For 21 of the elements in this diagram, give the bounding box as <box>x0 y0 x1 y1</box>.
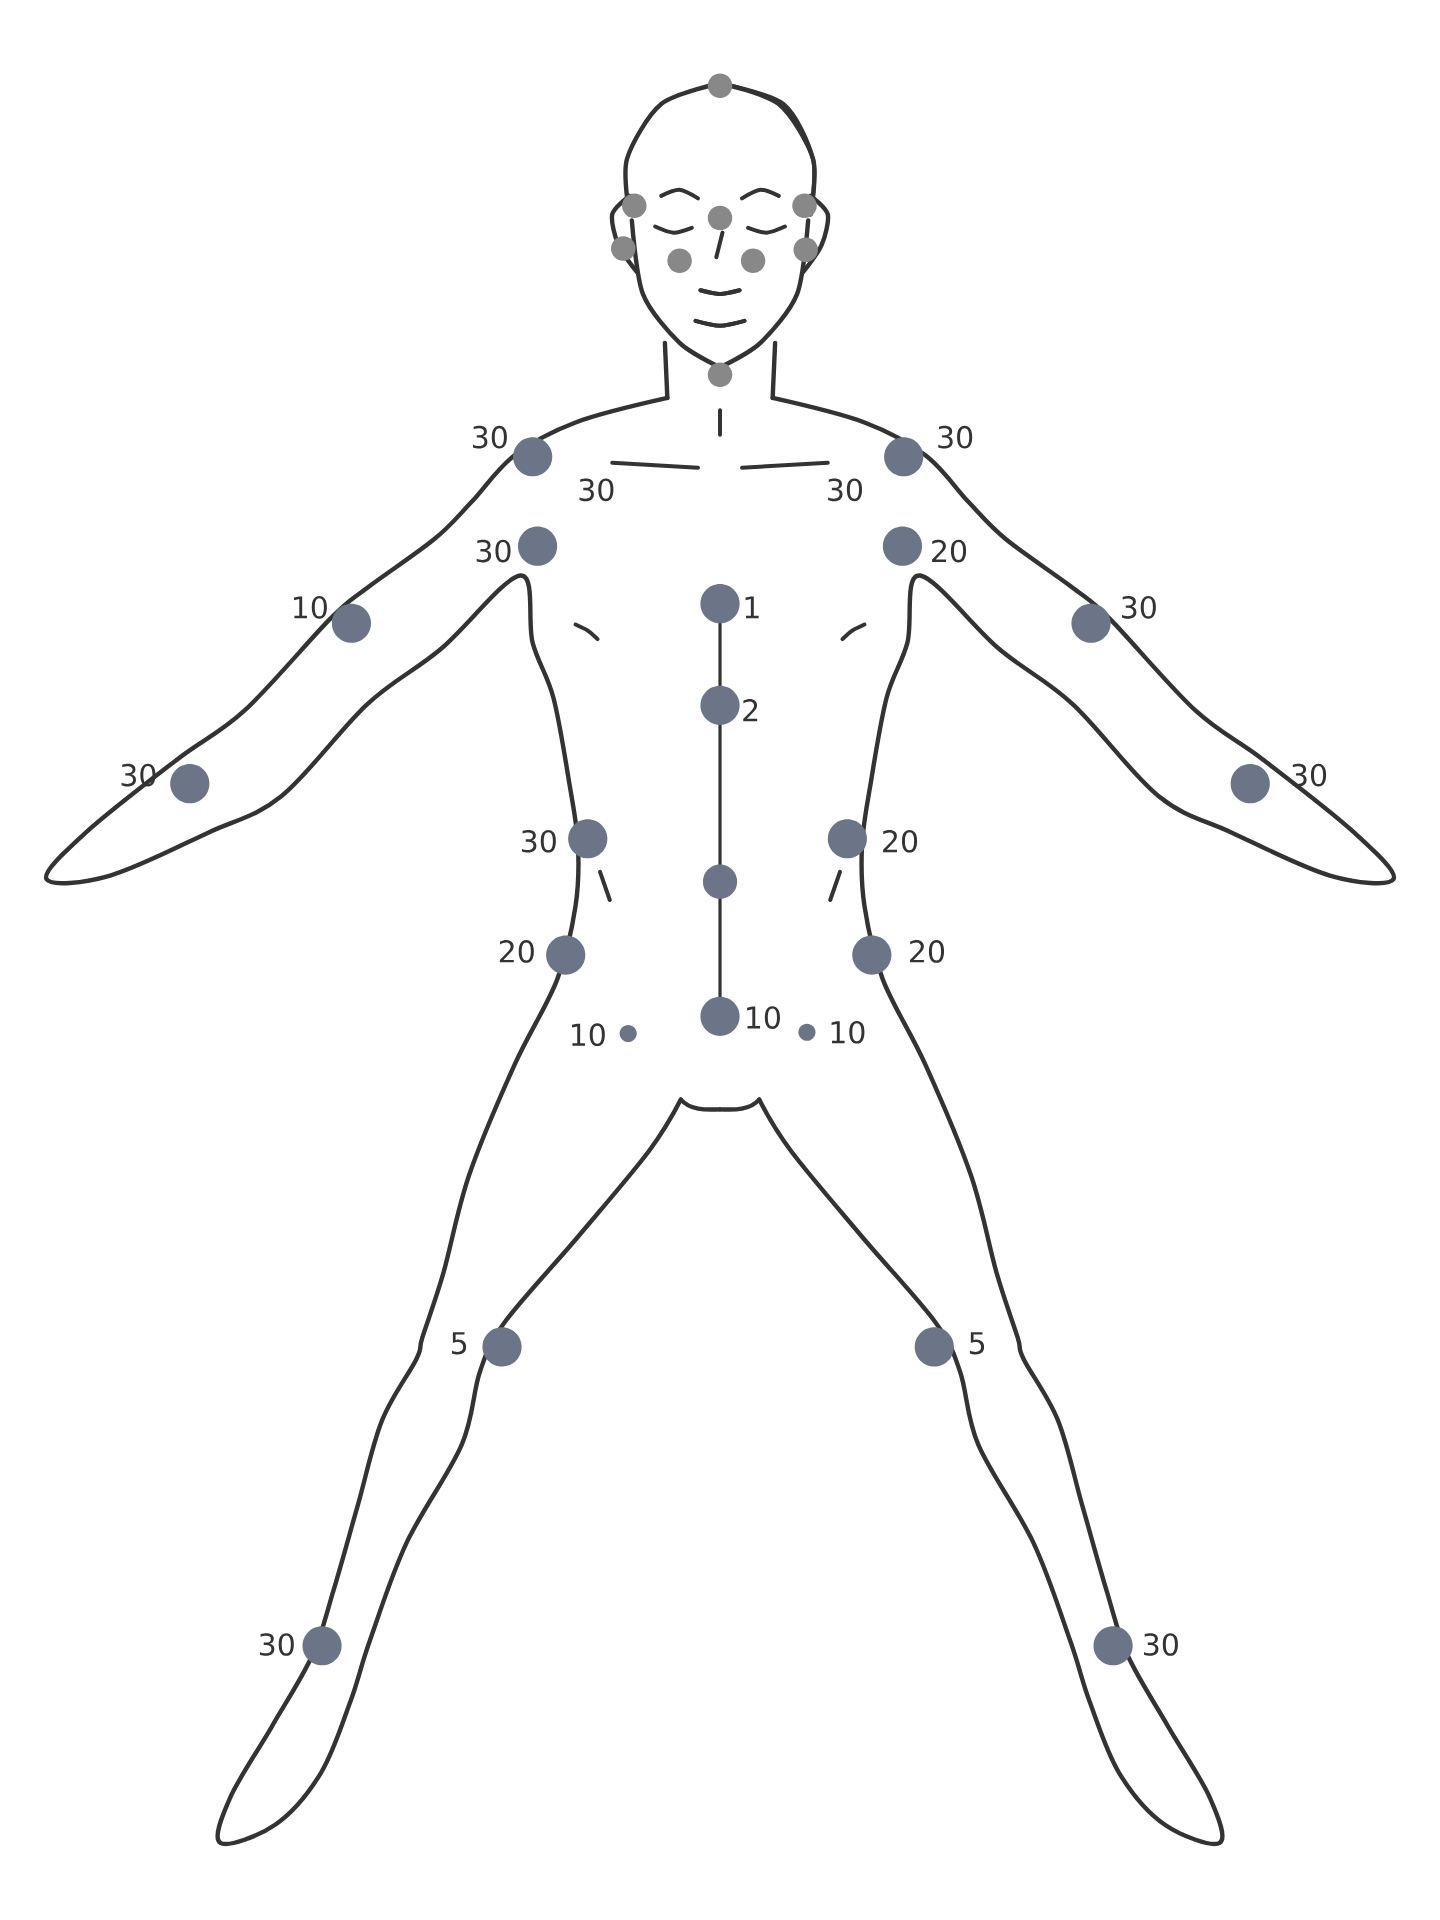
number-label: 30 <box>522 829 556 853</box>
number-label: 30 <box>476 539 511 563</box>
number-label: 20 <box>910 940 945 963</box>
number-label: 30 <box>1144 1633 1178 1656</box>
number-label: 10 <box>747 1006 780 1029</box>
number-label: 20 <box>932 539 967 563</box>
number-label: 10 <box>571 1023 605 1047</box>
number-label: 1 <box>745 596 759 619</box>
number-label: 30 <box>259 1633 294 1656</box>
number-label: 20 <box>499 940 534 963</box>
number-label: 30 <box>1122 596 1156 619</box>
number-label: 20 <box>883 829 918 853</box>
number-label: 30 <box>938 425 973 449</box>
number-label: 30 <box>579 478 614 502</box>
number-label: 5 <box>969 1332 985 1355</box>
number-label: 30 <box>828 478 862 502</box>
number-label: 10 <box>294 596 327 619</box>
number-label: 5 <box>451 1332 467 1355</box>
number-label: 10 <box>831 1020 865 1044</box>
number-label: 30 <box>473 425 507 449</box>
number-label: 2 <box>743 699 758 722</box>
